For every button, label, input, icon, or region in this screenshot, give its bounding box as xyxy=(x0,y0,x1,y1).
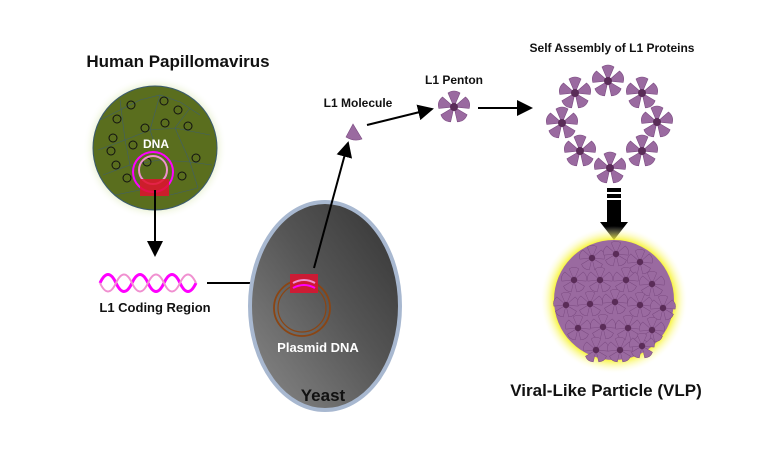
big-arrow-dash xyxy=(607,188,621,192)
big-arrow-dash xyxy=(607,194,621,198)
l1-coding-helix-strand xyxy=(99,273,197,293)
l1-gene-box xyxy=(140,179,169,196)
l1-molecule xyxy=(345,123,363,141)
l1-molecule-label: L1 Molecule xyxy=(324,96,393,110)
insert-strand xyxy=(292,279,316,284)
self-assembly-label: Self Assembly of L1 Proteins xyxy=(530,41,695,55)
insert-strand-2 xyxy=(292,284,316,289)
ring-penton xyxy=(624,134,660,168)
yeast-cell xyxy=(248,200,402,412)
ring-penton xyxy=(590,64,626,98)
ring-penton xyxy=(624,76,660,110)
l1-penton xyxy=(436,90,472,124)
ring-penton xyxy=(592,151,628,185)
penton-ring xyxy=(544,64,675,185)
arrow-pentamerize xyxy=(366,104,434,126)
ring-penton xyxy=(562,134,598,168)
hpv-label: Human Papillomavirus xyxy=(86,52,269,71)
plasmid-insert-box xyxy=(290,274,318,293)
vlp-label: Viral-Like Particle (VLP) xyxy=(510,381,701,400)
big-arrow-shaft xyxy=(607,200,621,222)
arrow-express xyxy=(313,141,353,269)
l1-penton-label: L1 Penton xyxy=(425,73,483,87)
yeast-label: Yeast xyxy=(301,386,346,405)
plasmid-label: Plasmid DNA xyxy=(277,340,359,355)
dna-label: DNA xyxy=(143,137,169,151)
ring-penton xyxy=(544,106,580,140)
capsid-mesh xyxy=(97,94,213,196)
capsomer-circles xyxy=(106,96,201,183)
ring-penton xyxy=(639,105,675,139)
ring-penton xyxy=(557,76,593,110)
l1-coding-label: L1 Coding Region xyxy=(99,300,210,315)
